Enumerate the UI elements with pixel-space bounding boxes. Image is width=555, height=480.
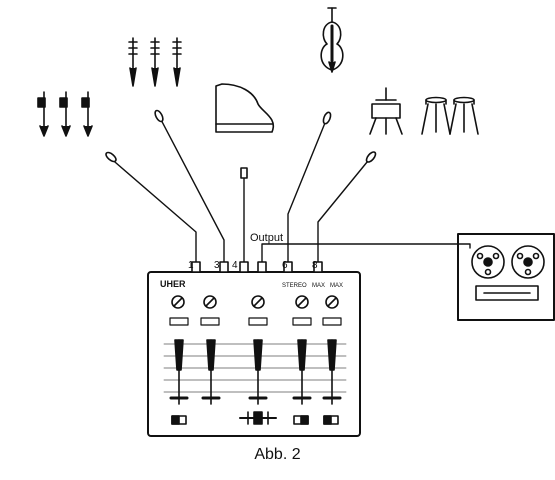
microphone-1 (105, 151, 197, 263)
mixer-brand: UHER (160, 279, 186, 289)
output-cable (261, 243, 471, 263)
grand-piano-icon (215, 83, 275, 133)
channel-number-3: 3 (214, 260, 220, 271)
mixer-label-max-1: MAX (312, 283, 325, 289)
channel-number-6: 6 (282, 260, 288, 271)
channel-faders (169, 339, 342, 405)
mixer-label-max-2: MAX (330, 283, 343, 289)
microphone-4 (240, 167, 248, 263)
channel-number-8: 8 (312, 260, 318, 271)
flutes-icon (128, 37, 182, 87)
master-fader (239, 411, 277, 425)
channel-number-1: 1 (188, 260, 194, 271)
mixer-label-stereo: STEREO (282, 283, 307, 289)
mixer-console (147, 261, 361, 437)
violin-icon (320, 7, 344, 73)
label-strips (169, 317, 342, 326)
microphone-6 (287, 111, 332, 263)
output-label: Output (250, 232, 283, 244)
drum-kit-icon (369, 87, 479, 135)
channel-number-4: 4 (232, 260, 238, 271)
trumpets-icon (37, 91, 93, 137)
microphone-8 (317, 151, 377, 263)
microphone-3 (154, 109, 225, 263)
figure-caption: Abb. 2 (254, 446, 301, 463)
channel-switches (171, 415, 339, 425)
gain-knobs (171, 295, 339, 309)
tape-recorder-icon (457, 233, 555, 321)
